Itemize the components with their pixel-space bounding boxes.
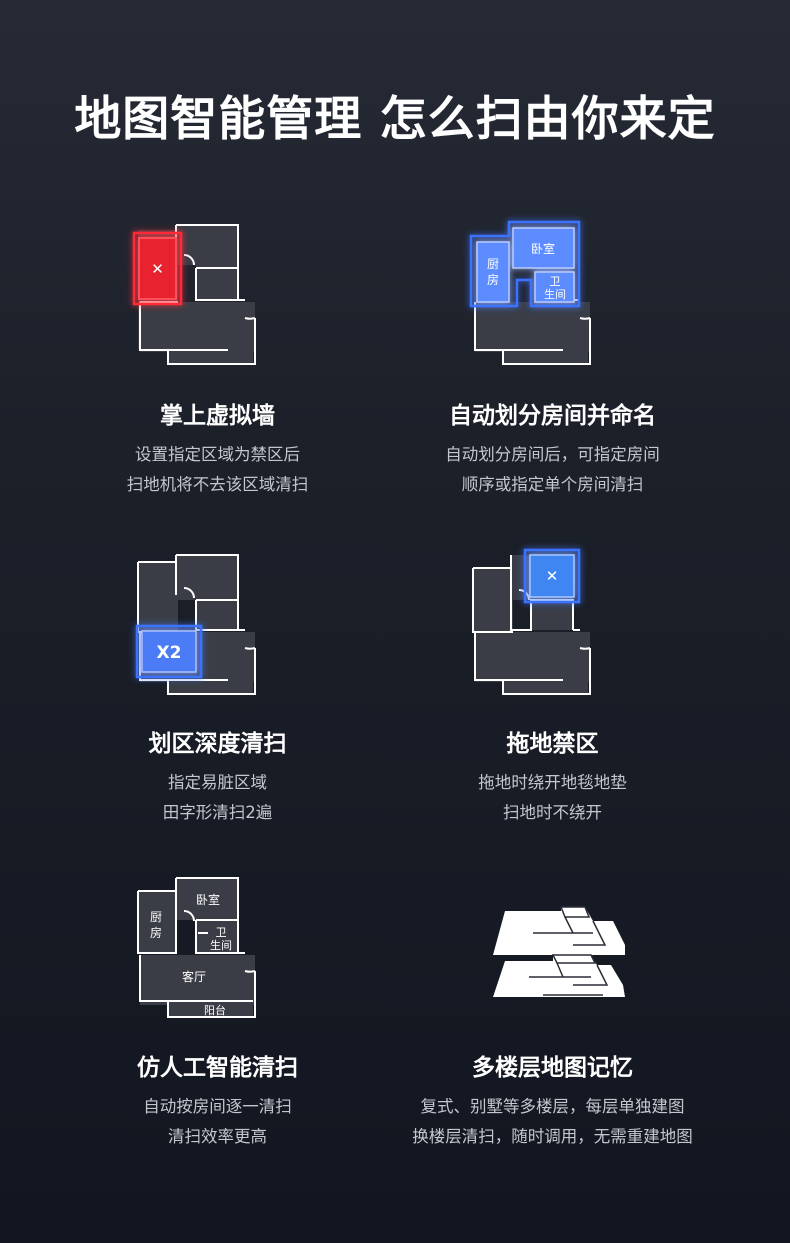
feature-desc-line1: 拖地时绕开地毯地垫: [478, 773, 627, 792]
feature-title: 掌上虚拟墙: [160, 403, 275, 429]
red-no-go-zone[interactable]: [132, 231, 182, 306]
room-label-kitchen-1: 厨: [486, 257, 498, 271]
feature-desc-line1: 自动按房间逐一清扫: [143, 1097, 292, 1116]
floorplan-virtual-wall: ✕: [132, 224, 256, 365]
blue-room-highlights: [469, 220, 580, 308]
zone-repeat-label: X2: [156, 643, 181, 663]
floorplan-deep-clean: X2: [135, 554, 256, 695]
feature-desc-line2: 顺序或指定单个房间清扫: [461, 475, 644, 494]
feature-title: 自动划分房间并命名: [449, 403, 656, 429]
zone-close-icon: ✕: [151, 260, 164, 278]
room-label-kitchen-1: 厨: [149, 910, 161, 924]
lower-floor-map: [492, 954, 625, 997]
room-label-bath-2: 生间: [544, 287, 566, 301]
zone-close-icon: ✕: [545, 567, 558, 585]
feature-desc-line2: 扫地机将不去该区域清扫: [126, 475, 309, 494]
feature-desc-line1: 自动划分房间后，可指定房间: [445, 445, 660, 464]
room-kitchen[interactable]: [475, 241, 510, 303]
room-bathroom[interactable]: [533, 271, 575, 303]
feature-desc: 自动按房间逐一清扫 清扫效率更高: [20, 1092, 415, 1152]
room-label-living: 客厅: [181, 969, 205, 984]
feature-desc-line2: 换楼层清扫，随时调用，无需重建地图: [412, 1127, 693, 1146]
feature-desc-line1: 设置指定区域为禁区后: [135, 445, 300, 464]
feature-desc-line2: 田字形清扫2遍: [162, 803, 273, 822]
room-label-balcony: 阳台: [204, 1003, 226, 1017]
feature-desc-line1: 复式、别墅等多楼层，每层单独建图: [420, 1097, 685, 1116]
page-title: 地图智能管理 怎么扫由你来定: [74, 92, 716, 147]
feature-title: 划区深度清扫: [148, 731, 287, 757]
blue-mop-no-go-zone[interactable]: [523, 548, 580, 604]
room-label-kitchen-2: 房: [149, 925, 161, 940]
feature-desc-line1: 指定易脏区域: [168, 773, 267, 792]
floorplan-named-rooms: 厨 房 卧室 卫 生间 客厅 阳台: [136, 877, 256, 1018]
feature-deep-clean: X2 划区深度清扫 指定易脏区域 田字形清扫2遍: [20, 550, 415, 828]
room-label-bath-1: 卫: [549, 275, 560, 288]
room-label-bath-1: 卫: [215, 926, 226, 939]
feature-desc: 指定易脏区域 田字形清扫2遍: [20, 768, 415, 828]
feature-desc-line2: 扫地时不绕开: [503, 803, 602, 822]
feature-title: 多楼层地图记忆: [472, 1055, 633, 1081]
floorplan-mop-no-go: ✕: [471, 548, 591, 695]
floorplan-auto-rooms: 厨 房 卧室 卫 生间: [469, 220, 591, 365]
feature-mop-no-go: ✕ 拖地禁区 拖地时绕开地毯地垫 扫地时不绕开: [355, 548, 750, 828]
feature-desc-line2: 清扫效率更高: [168, 1127, 267, 1146]
feature-auto-rooms: 厨 房 卧室 卫 生间 自动划分房间并命名 自动划分房间后，可指定房间 顺序或指…: [355, 220, 750, 500]
feature-desc: 拖地时绕开地毯地垫 扫地时不绕开: [355, 768, 750, 828]
feature-virtual-wall: ✕ 掌上虚拟墙 设置指定区域为禁区后 扫地机将不去该区域清扫: [20, 220, 415, 500]
feature-title: 拖地禁区: [506, 731, 599, 757]
feature-multi-floor: 多楼层地图记忆 复式、别墅等多楼层，每层单独建图 换楼层清扫，随时调用，无需重建…: [355, 873, 750, 1152]
feature-room-by-room: 厨 房 卧室 卫 生间 客厅 阳台 仿人工智能清扫 自动按房间逐一清扫 清扫效率…: [20, 873, 415, 1152]
room-label-bath-2: 生间: [210, 938, 232, 952]
feature-desc: 复式、别墅等多楼层，每层单独建图 换楼层清扫，随时调用，无需重建地图: [355, 1092, 750, 1152]
feature-desc: 自动划分房间后，可指定房间 顺序或指定单个房间清扫: [355, 440, 750, 500]
feature-title: 仿人工智能清扫: [137, 1055, 298, 1081]
multi-floor-maps-icon: [492, 906, 625, 997]
feature-desc: 设置指定区域为禁区后 扫地机将不去该区域清扫: [20, 440, 415, 500]
room-bedroom[interactable]: [511, 227, 575, 269]
room-label-bedroom: 卧室: [195, 892, 219, 907]
room-label-bedroom: 卧室: [530, 241, 554, 256]
upper-floor-map: [492, 906, 625, 955]
room-label-kitchen-2: 房: [486, 272, 498, 287]
blue-deep-clean-zone[interactable]: [135, 624, 202, 679]
